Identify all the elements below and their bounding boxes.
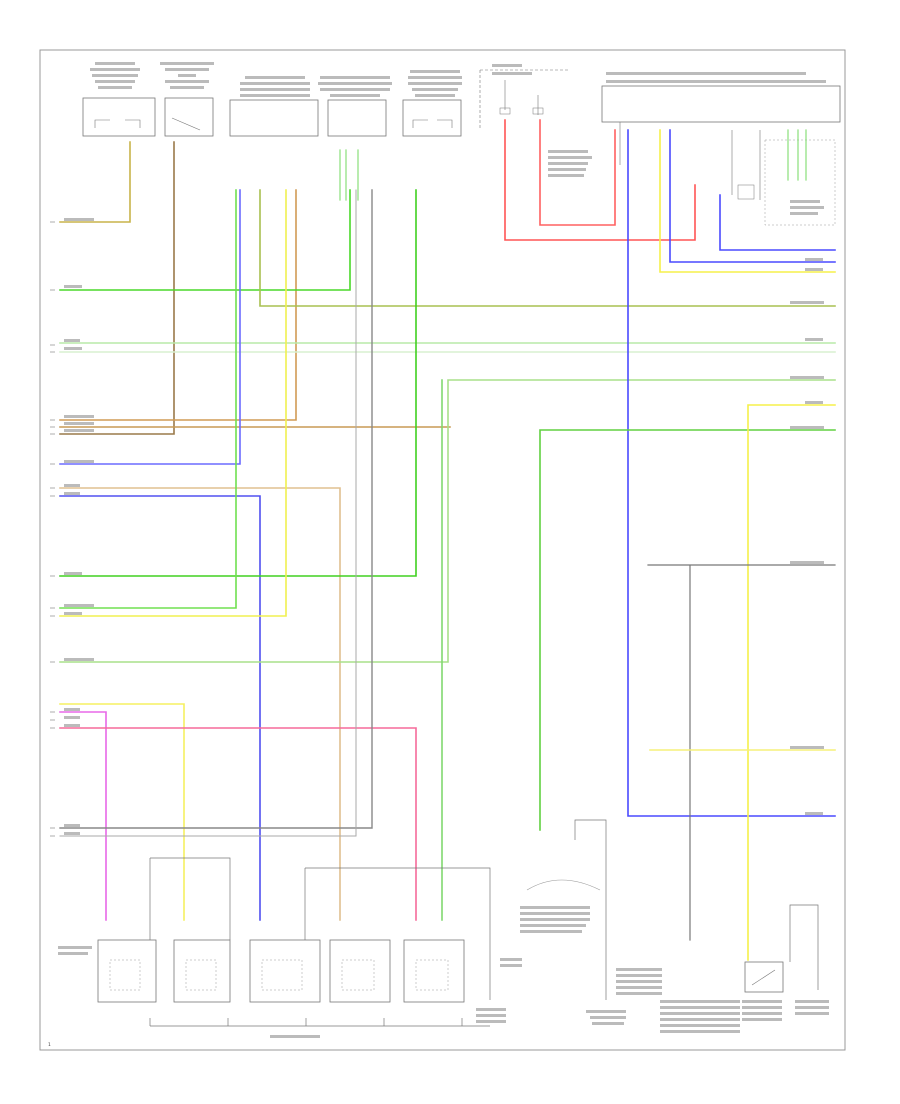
- ground-bus: [149, 857, 491, 1027]
- top-component-3: [229, 99, 319, 137]
- wire-blue-1: [59, 189, 241, 465]
- wire-red-2: [539, 119, 616, 226]
- top-component-2: [164, 97, 214, 137]
- wire-orange-1: [59, 189, 297, 421]
- bottom-component-3: [249, 939, 321, 1003]
- diagram-frame: [39, 49, 846, 1051]
- wire-yellow-2: [59, 703, 185, 921]
- wire-brown-1: [59, 141, 175, 435]
- page-number: 1: [48, 1042, 51, 1048]
- wire-gray-bus-1: [59, 189, 373, 829]
- wire-green-mid: [59, 189, 237, 609]
- wire-blue-long: [627, 129, 836, 817]
- wire-lightgreen-3: [59, 379, 836, 663]
- wires: [59, 119, 836, 961]
- left-connector-ticks: [50, 221, 55, 837]
- fuse-block: [479, 69, 570, 130]
- bottom-component-1: [97, 939, 157, 1003]
- wire-gray-bus-2: [59, 189, 357, 837]
- top-component-1: [82, 97, 156, 137]
- wire-green-right: [539, 429, 836, 831]
- wire-violet: [59, 711, 107, 921]
- bottom-right-component: [744, 904, 819, 993]
- wire-yellow-right: [659, 129, 836, 273]
- label-placeholders: [58, 62, 829, 1038]
- big-right-component: [601, 85, 841, 226]
- wire-red: [504, 119, 696, 241]
- bottom-component-4: [329, 939, 391, 1003]
- wire-blue-2: [59, 495, 261, 921]
- top-component-5: [402, 99, 462, 137]
- wire-pink: [59, 727, 417, 921]
- wire-olive-horizontal: [259, 189, 836, 307]
- wire-tan-2: [59, 487, 341, 921]
- wire-blue-right-2: [719, 194, 836, 251]
- wire-green-right-stubs: [787, 129, 807, 181]
- wire-yellow-1: [59, 189, 287, 617]
- bottom-component-2: [173, 939, 231, 1003]
- wire-blue-right: [669, 129, 836, 263]
- wire-green-top: [59, 189, 351, 291]
- bottom-component-5: [403, 939, 465, 1003]
- wire-green-long: [59, 189, 417, 577]
- top-component-4: [327, 99, 387, 137]
- wire-tan-1: [59, 141, 131, 223]
- wire-green-stubs: [339, 149, 359, 201]
- wire-yellow-right-2: [747, 404, 836, 961]
- wire-gray-right: [647, 564, 836, 941]
- bottom-right-shape: [526, 819, 607, 1000]
